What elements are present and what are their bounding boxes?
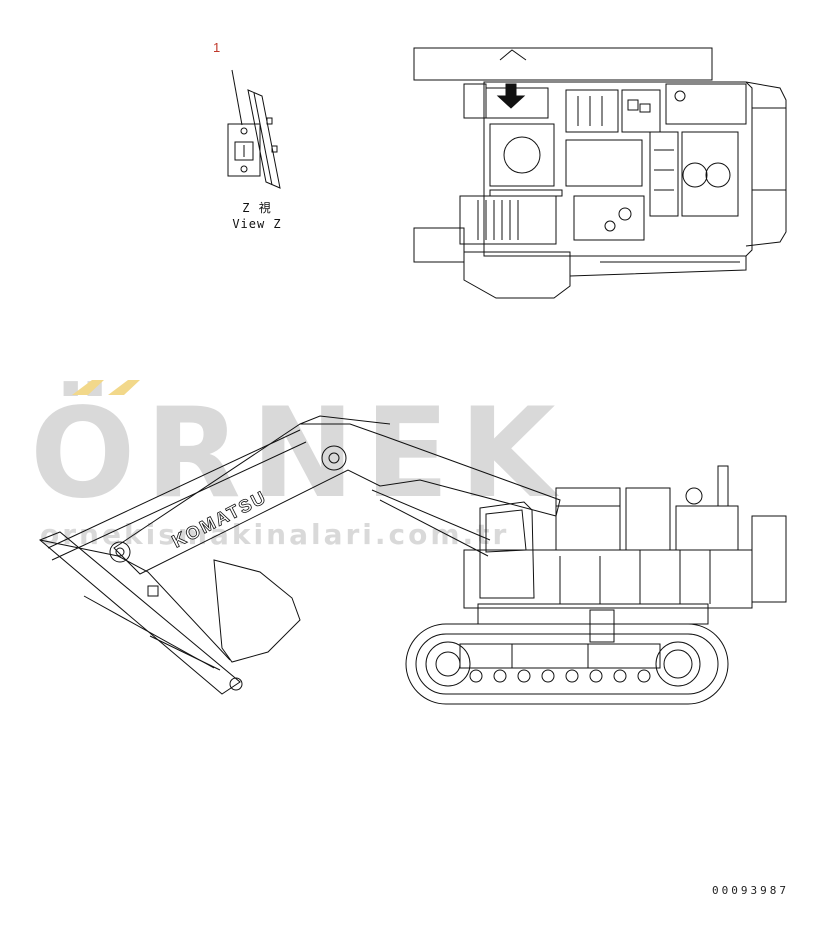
upper-structure-top-view xyxy=(413,47,787,299)
arm xyxy=(39,531,241,695)
boom-brand-text: KOMATSU xyxy=(169,487,270,552)
view-z-detail xyxy=(227,69,281,189)
callout-number: 1 xyxy=(213,40,221,55)
excavator-side-view xyxy=(39,415,787,705)
bucket xyxy=(213,559,301,663)
watermark-umlaut-left xyxy=(72,380,104,395)
watermark-umlaut-right xyxy=(108,380,140,395)
decal-plate xyxy=(227,123,261,177)
view-z-label-en: View Z xyxy=(232,217,282,231)
boom xyxy=(113,423,561,575)
view-z-label-cjk: Z 視 xyxy=(242,201,272,215)
watermark-brand: ÖRNEK xyxy=(30,382,566,526)
track-outline xyxy=(405,623,729,705)
document-number: 00093987 xyxy=(712,884,789,897)
view-z-label: Z 視 View Z xyxy=(222,200,292,232)
